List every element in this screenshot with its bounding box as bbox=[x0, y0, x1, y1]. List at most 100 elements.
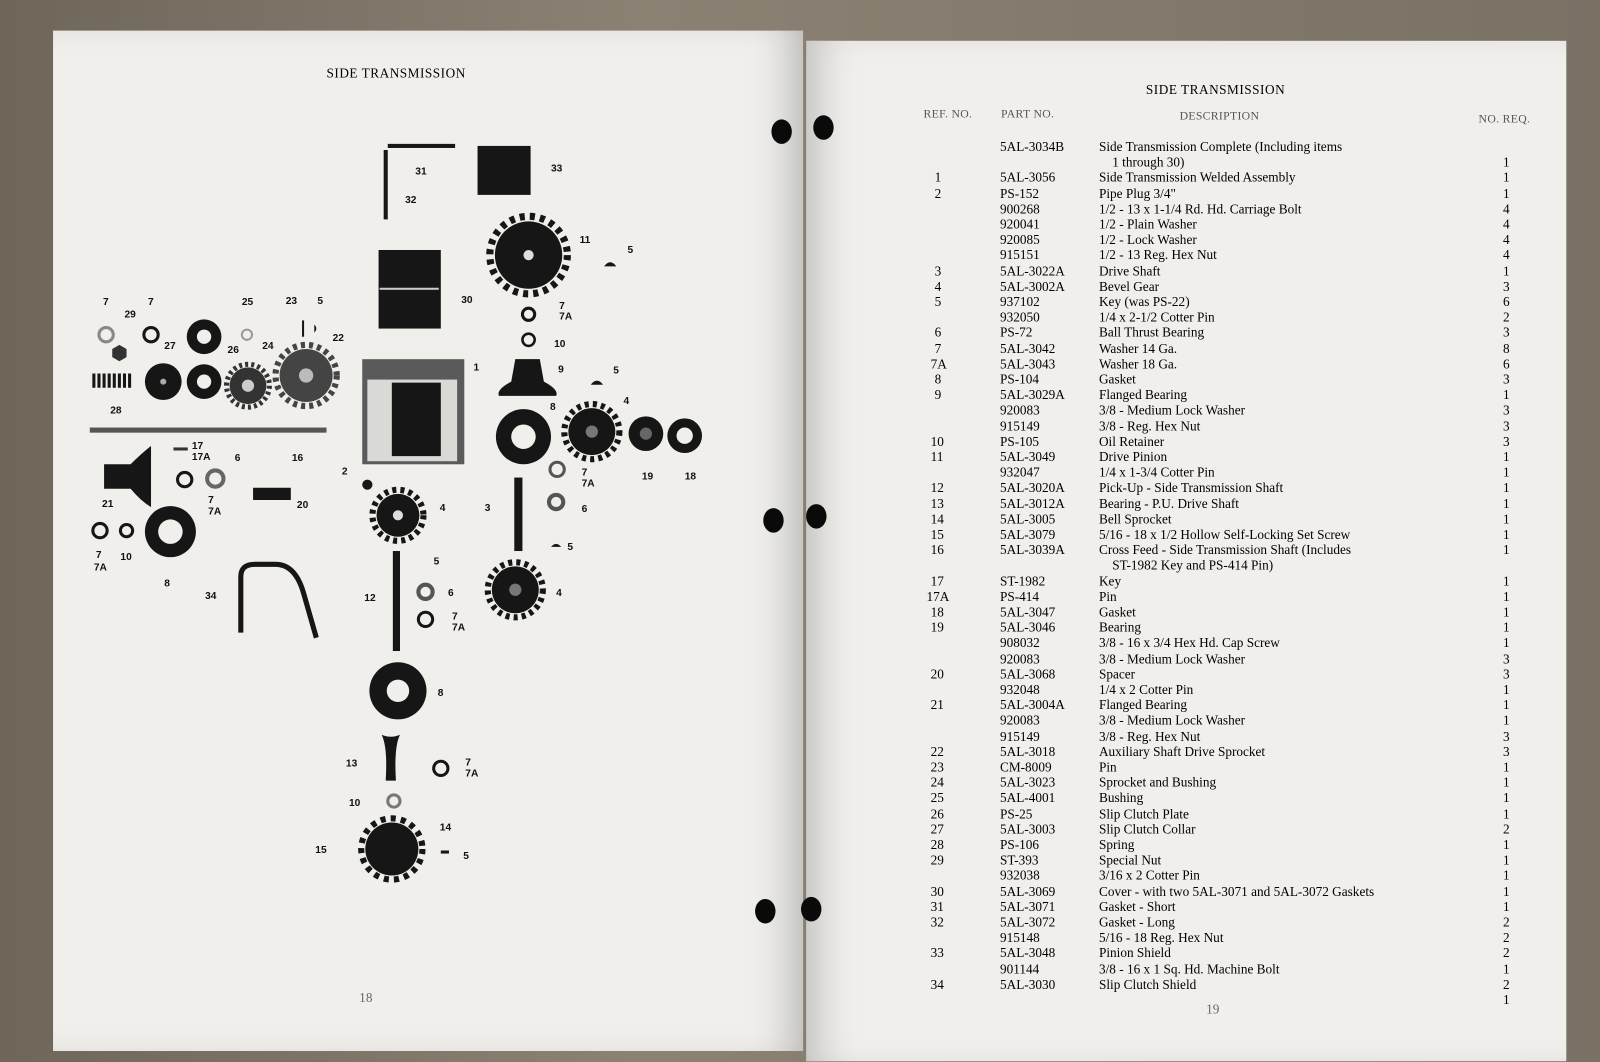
part-no-cell: 932048 bbox=[999, 681, 1040, 697]
qty-cell: 2 bbox=[1503, 821, 1510, 837]
callout-label: 2 bbox=[342, 466, 348, 477]
description-cell: Bevel Gear bbox=[1098, 278, 1160, 294]
part-no-cell: PS-105 bbox=[999, 433, 1040, 449]
part-no-cell: 5AL-3012A bbox=[999, 495, 1065, 511]
callout-label: 7 bbox=[103, 297, 109, 308]
qty-cell: 6 bbox=[1503, 355, 1510, 372]
qty-cell: 1 bbox=[1503, 774, 1510, 790]
parts bbox=[89, 143, 703, 883]
callout-label: 7A bbox=[465, 769, 479, 780]
callout-label: 32 bbox=[405, 195, 417, 206]
ref-no-cell: 12 bbox=[930, 479, 944, 496]
part-no-cell: 5AL-3030 bbox=[999, 976, 1056, 992]
part-no-cell: PS-25 bbox=[999, 805, 1033, 822]
callout-label: 31 bbox=[415, 166, 427, 177]
callout-label: 10 bbox=[554, 339, 566, 350]
description-cell: 3/8 - Medium Lock Washer bbox=[1098, 402, 1246, 418]
callout-label: 12 bbox=[364, 593, 376, 604]
exploded-parts-diagram: 31 32 33 11 5 30 7 7A 10 9 5 1 8 4 19 18… bbox=[89, 143, 703, 883]
callout-label: 9 bbox=[558, 364, 564, 375]
part-no-cell: 5AL-3022A bbox=[999, 262, 1065, 279]
part-no-cell: 5AL-3056 bbox=[999, 169, 1056, 186]
qty-cell: 2 bbox=[1503, 976, 1510, 992]
callout-label: 19 bbox=[642, 472, 654, 483]
part-no-cell: 5AL-3018 bbox=[999, 743, 1056, 759]
callout-labels: 31 32 33 11 5 30 7 7A 10 9 5 1 8 4 19 18… bbox=[94, 163, 696, 862]
ref-no-cell: 5 bbox=[934, 293, 942, 310]
ref-no-cell: 29 bbox=[930, 852, 944, 868]
part-no-cell: CM-8009 bbox=[999, 759, 1052, 775]
cross-feed-shaft-part bbox=[89, 427, 327, 433]
callout-label: 14 bbox=[440, 823, 452, 834]
description-cell: Bushing bbox=[1098, 790, 1144, 806]
ref-no-cell: 18 bbox=[930, 604, 944, 620]
ref-no-cell: 14 bbox=[930, 511, 944, 527]
part-no-cell: 5AL-3034B bbox=[999, 138, 1065, 155]
description-cell: 1/4 x 2-1/2 Cotter Pin bbox=[1098, 309, 1215, 325]
callout-label: 5 bbox=[317, 296, 323, 307]
ref-no-cell: 30 bbox=[930, 883, 944, 899]
description-cell: Ball Thrust Bearing bbox=[1098, 324, 1205, 341]
callout-label: 20 bbox=[297, 500, 309, 511]
description-cell: 3/8 - Medium Lock Washer bbox=[1098, 712, 1246, 728]
left-page-number: 18 bbox=[359, 989, 373, 1006]
callout-label: 5 bbox=[463, 851, 469, 862]
description-cell: Drive Pinion bbox=[1098, 448, 1168, 465]
qty-cell: 4 bbox=[1503, 200, 1510, 217]
binding-hole bbox=[801, 896, 822, 922]
description-cell: Pin bbox=[1098, 759, 1117, 775]
part-no-cell: 5AL-3002A bbox=[999, 278, 1065, 294]
qty-cell: 2 bbox=[1503, 945, 1510, 961]
description-cell: Slip Clutch Plate bbox=[1098, 805, 1189, 822]
qty-cell: 3 bbox=[1503, 433, 1510, 449]
callout-label: 10 bbox=[349, 798, 361, 809]
qty-cell: 2 bbox=[1503, 309, 1510, 325]
description-cell: Side Transmission Welded Assembly bbox=[1098, 169, 1296, 186]
description-cell: 1/2 - Lock Washer bbox=[1098, 231, 1197, 248]
ref-no-cell: 21 bbox=[930, 697, 944, 713]
callout-label: 5 bbox=[628, 245, 634, 256]
part-no-cell: 937102 bbox=[999, 293, 1040, 310]
qty-cell: 1 bbox=[1503, 991, 1510, 1008]
binding-hole bbox=[806, 504, 827, 529]
description-cell: 5/16 - 18 Reg. Hex Nut bbox=[1098, 929, 1224, 946]
ref-no-cell: 7 bbox=[934, 340, 942, 356]
description-cell: 3/8 - 16 x 3/4 Hex Hd. Cap Screw bbox=[1098, 635, 1280, 651]
description-cell: Spring bbox=[1098, 836, 1135, 853]
description-cell: 1/2 - Plain Washer bbox=[1098, 216, 1197, 232]
part-no-cell: 5AL-3072 bbox=[999, 914, 1056, 930]
qty-cell: 1 bbox=[1503, 712, 1510, 728]
ref-no-cell: 4 bbox=[934, 278, 942, 294]
callout-label: 7A bbox=[582, 479, 596, 490]
part-no-cell: 932050 bbox=[999, 309, 1040, 325]
qty-cell: 1 bbox=[1503, 386, 1510, 403]
ref-no-cell: 26 bbox=[930, 805, 944, 822]
part-no-cell: PS-152 bbox=[999, 185, 1040, 201]
part-no-cell: 932038 bbox=[999, 867, 1040, 884]
description-cell: Flanged Bearing bbox=[1098, 697, 1188, 713]
qty-cell: 1 bbox=[1503, 960, 1510, 977]
ref-no-cell: 24 bbox=[930, 774, 944, 790]
qty-cell: 1 bbox=[1503, 697, 1510, 713]
qty-cell: 3 bbox=[1503, 417, 1510, 434]
qty-cell: 1 bbox=[1503, 573, 1510, 589]
callout-label: 22 bbox=[333, 333, 345, 344]
qty-cell: 4 bbox=[1503, 231, 1510, 248]
binding-hole bbox=[763, 508, 784, 533]
part-no-cell: 5AL-3004A bbox=[999, 697, 1065, 713]
ref-no-cell: 17 bbox=[930, 573, 944, 589]
description-cell: Cross Feed - Side Transmission Shaft (In… bbox=[1098, 542, 1352, 558]
part-no-cell: 5AL-3029A bbox=[999, 386, 1065, 403]
description-cell: Cover - with two 5AL-3071 and 5AL-3072 G… bbox=[1098, 883, 1375, 899]
qty-cell: 1 bbox=[1503, 898, 1510, 915]
part-no-cell: 5AL-3042 bbox=[999, 340, 1056, 356]
callout-label: 30 bbox=[461, 295, 473, 306]
qty-cell: 3 bbox=[1503, 743, 1510, 759]
description-cell: Gasket bbox=[1098, 604, 1136, 620]
callout-label: 34 bbox=[205, 591, 217, 602]
part-no-cell: ST-1982 bbox=[999, 573, 1046, 589]
description-cell: Sprocket and Bushing bbox=[1098, 774, 1217, 790]
callout-label: 7 bbox=[96, 550, 102, 561]
callout-label: 4 bbox=[440, 503, 446, 514]
part-no-cell: 5AL-3071 bbox=[999, 898, 1056, 915]
